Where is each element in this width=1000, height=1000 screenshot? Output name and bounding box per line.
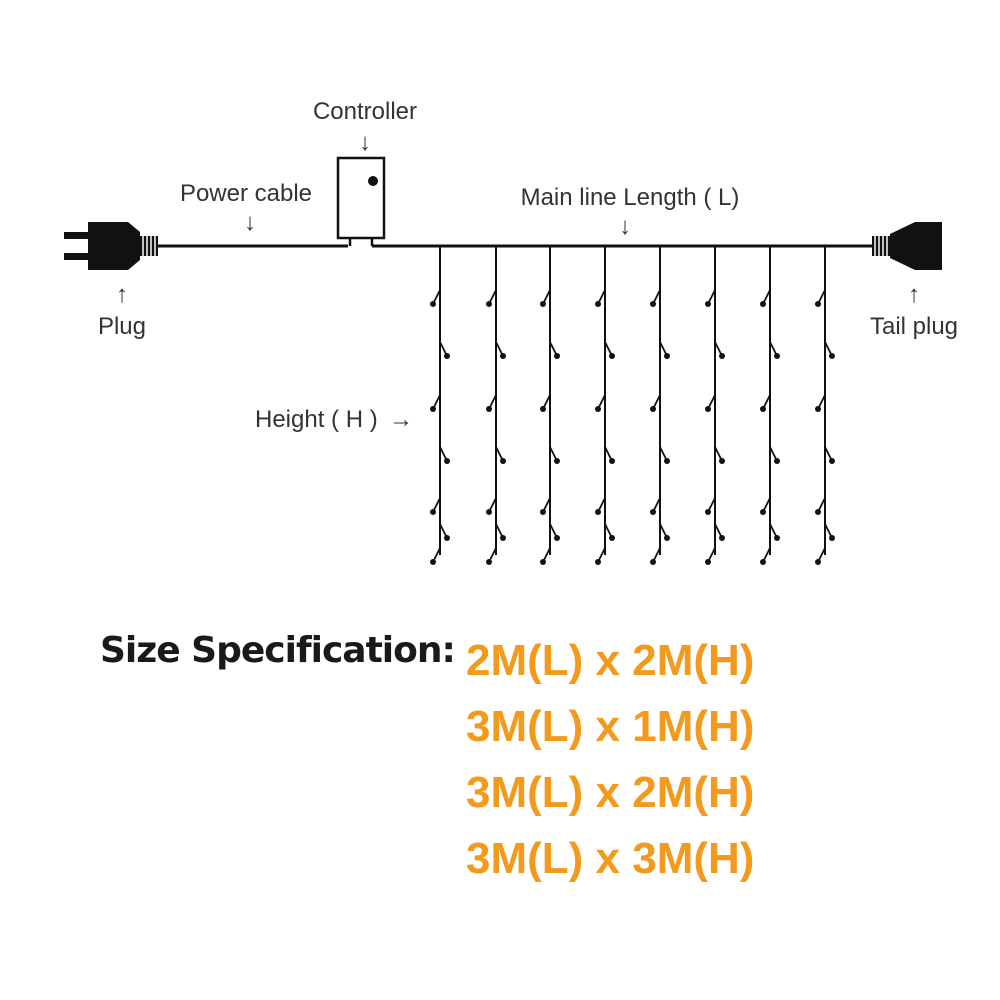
bulb-icon	[500, 353, 506, 359]
bulb-icon	[705, 301, 711, 307]
light-strands	[430, 246, 835, 565]
light-strand	[486, 246, 506, 565]
plug-arrow: ↑	[116, 281, 128, 308]
size-option: 3M(L) x 3M(H)	[466, 834, 755, 883]
bulb-icon	[500, 535, 506, 541]
main-line-arrow: ↓	[619, 213, 631, 240]
bulb-icon	[664, 535, 670, 541]
bulb-icon	[540, 559, 546, 565]
bulb-icon	[486, 509, 492, 515]
height-arrow: →	[389, 406, 413, 433]
controller-arrow: ↓	[359, 129, 371, 156]
bulb-icon	[829, 458, 835, 464]
bulb-icon	[486, 301, 492, 307]
tail-plug-icon	[872, 222, 942, 270]
bulb-icon	[650, 509, 656, 515]
tail-plug-arrow: ↑	[908, 281, 920, 308]
bulb-icon	[444, 353, 450, 359]
bulb-icon	[664, 353, 670, 359]
light-strand	[595, 246, 615, 565]
bulb-icon	[595, 406, 601, 412]
bulb-icon	[664, 458, 670, 464]
bulb-icon	[430, 509, 436, 515]
bulb-icon	[540, 509, 546, 515]
light-strand	[430, 246, 450, 565]
light-curtain-diagram: Controller ↓ Power cable ↓ Main line Len…	[64, 98, 958, 565]
bulb-icon	[444, 458, 450, 464]
bulb-icon	[829, 353, 835, 359]
light-strand	[650, 246, 670, 565]
bulb-icon	[486, 559, 492, 565]
bulb-icon	[760, 509, 766, 515]
bulb-icon	[650, 301, 656, 307]
size-specification-title: Size Specification:	[100, 630, 456, 671]
bulb-icon	[760, 406, 766, 412]
size-specification-list: 2M(L) x 2M(H) 3M(L) x 1M(H) 3M(L) x 2M(H…	[466, 628, 754, 892]
bulb-icon	[609, 458, 615, 464]
bulb-icon	[774, 458, 780, 464]
bulb-icon	[554, 458, 560, 464]
bulb-icon	[500, 458, 506, 464]
plug-label: Plug	[98, 313, 146, 340]
bulb-icon	[650, 559, 656, 565]
bulb-icon	[774, 353, 780, 359]
bulb-icon	[705, 559, 711, 565]
bulb-icon	[760, 301, 766, 307]
tail-plug-label: Tail plug	[870, 313, 958, 340]
bulb-icon	[540, 406, 546, 412]
size-option: 3M(L) x 2M(H)	[466, 768, 755, 817]
light-strand	[540, 246, 560, 565]
bulb-icon	[815, 559, 821, 565]
bulb-icon	[815, 406, 821, 412]
power-cable-arrow: ↓	[244, 209, 256, 236]
bulb-icon	[554, 353, 560, 359]
plug-icon	[64, 222, 158, 270]
bulb-icon	[829, 535, 835, 541]
bulb-icon	[719, 353, 725, 359]
bulb-icon	[595, 559, 601, 565]
size-option: 2M(L) x 2M(H)	[466, 636, 755, 685]
bulb-icon	[650, 406, 656, 412]
bulb-icon	[595, 509, 601, 515]
controller-box-icon	[336, 156, 386, 246]
bulb-icon	[719, 535, 725, 541]
height-label: Height ( H )	[255, 406, 378, 433]
bulb-icon	[554, 535, 560, 541]
bulb-icon	[430, 559, 436, 565]
bulb-icon	[815, 509, 821, 515]
power-cable-label: Power cable	[180, 180, 312, 207]
bulb-icon	[815, 301, 821, 307]
light-strand	[705, 246, 725, 565]
bulb-icon	[705, 406, 711, 412]
bulb-icon	[760, 559, 766, 565]
bulb-icon	[540, 301, 546, 307]
controller-label: Controller	[313, 98, 417, 125]
bulb-icon	[430, 301, 436, 307]
light-strand	[760, 246, 780, 565]
bulb-icon	[705, 509, 711, 515]
bulb-icon	[774, 535, 780, 541]
size-option: 3M(L) x 1M(H)	[466, 702, 755, 751]
bulb-icon	[719, 458, 725, 464]
bulb-icon	[595, 301, 601, 307]
main-line-label: Main line Length ( L)	[521, 184, 740, 211]
bulb-icon	[609, 535, 615, 541]
bulb-icon	[444, 535, 450, 541]
light-strand	[815, 246, 835, 565]
bulb-icon	[609, 353, 615, 359]
bulb-icon	[486, 406, 492, 412]
bulb-icon	[430, 406, 436, 412]
